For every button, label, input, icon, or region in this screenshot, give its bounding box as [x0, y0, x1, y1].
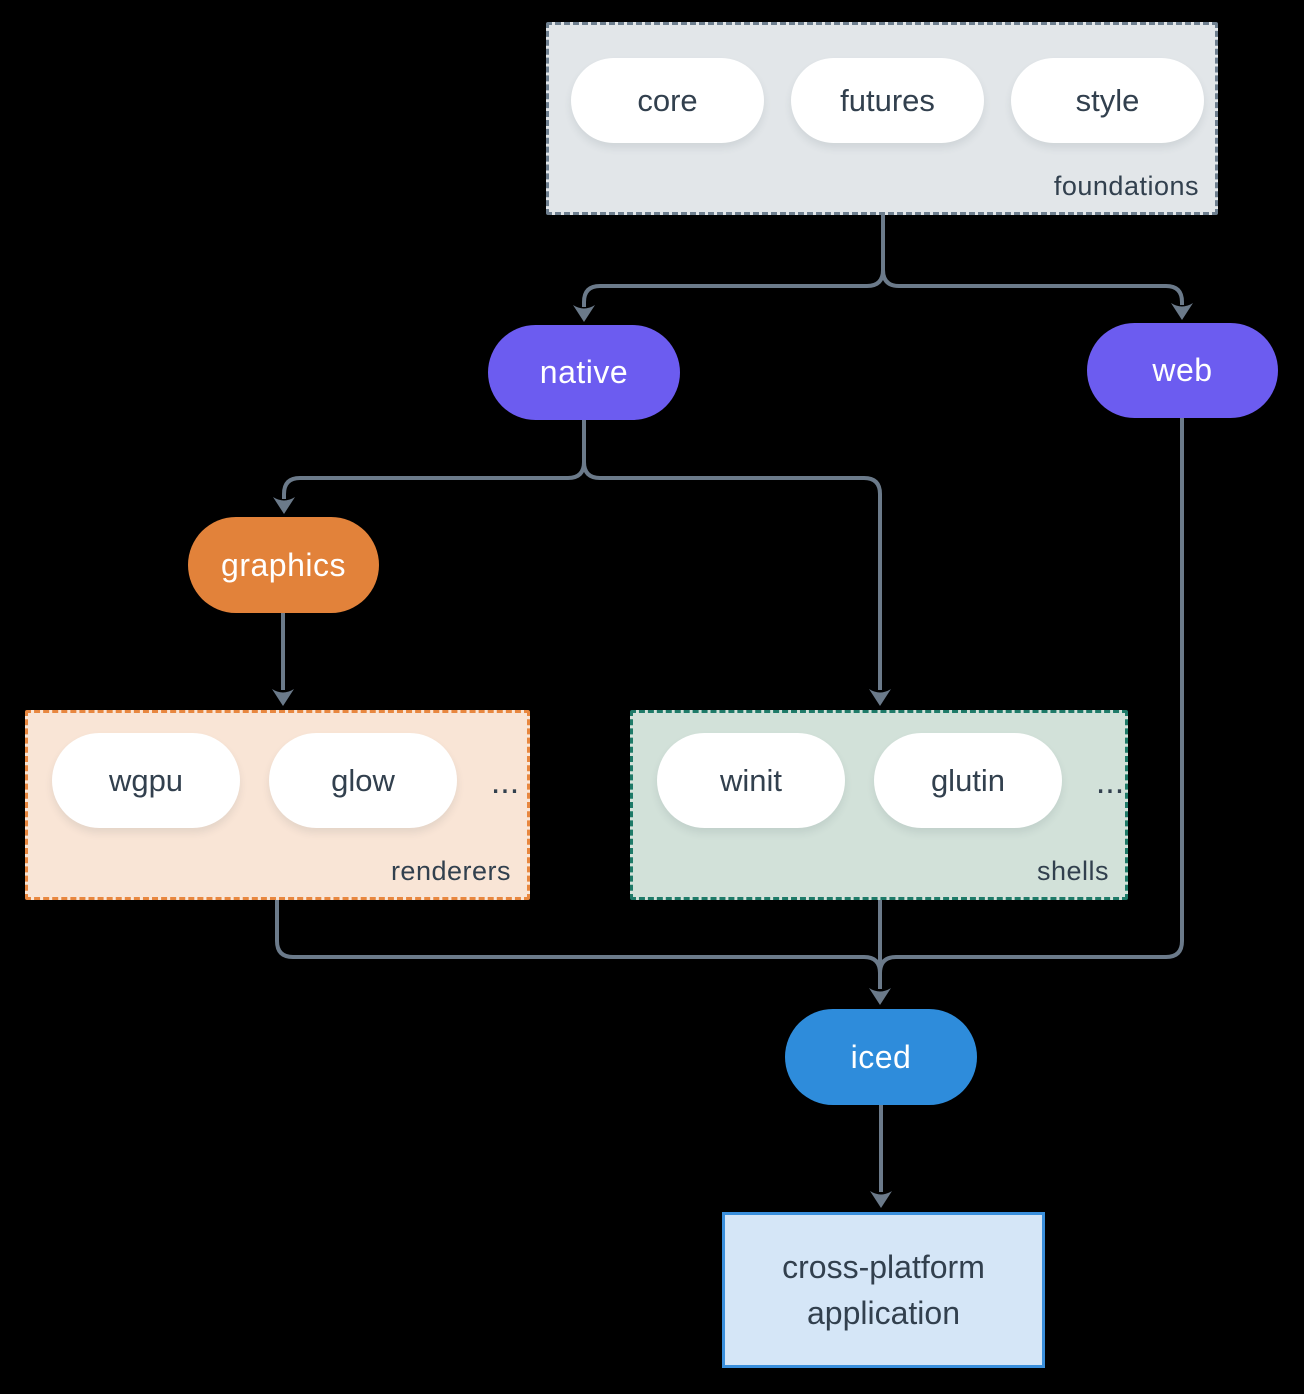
arrowhead-to-shells [869, 689, 891, 706]
arrowhead-to-application [870, 1191, 892, 1208]
renderers-group: wgpu glow ... renderers [25, 710, 530, 900]
connector-foundations-split [582, 215, 1184, 307]
node-core: core [571, 58, 764, 143]
shells-pill-row: winit glutin [657, 733, 1062, 828]
connector-native-split [282, 420, 882, 690]
foundations-group: core futures style foundations [546, 22, 1218, 215]
renderers-label: renderers [390, 856, 511, 886]
node-glow: glow [269, 733, 457, 828]
foundations-label: foundations [1053, 171, 1199, 201]
arrowhead-to-iced [869, 988, 891, 1005]
shells-ellipsis: ... [1095, 763, 1125, 801]
arrowhead-to-graphics [273, 497, 295, 514]
node-web: web [1087, 323, 1278, 418]
node-native: native [488, 325, 680, 420]
node-winit: winit [657, 733, 845, 828]
shells-label: shells [1036, 856, 1109, 886]
node-iced: iced [785, 1009, 977, 1105]
renderers-pill-row: wgpu glow [52, 733, 457, 828]
node-futures: futures [791, 58, 984, 143]
arrowhead-to-native [573, 305, 595, 322]
node-cross-platform-application: cross-platform application [722, 1212, 1045, 1368]
arrowhead-to-web [1171, 303, 1193, 320]
renderers-ellipsis: ... [490, 763, 520, 801]
foundations-pill-row: core futures style [571, 58, 1204, 143]
arrowhead-to-renderers [272, 689, 294, 706]
node-style: style [1011, 58, 1204, 143]
shells-group: winit glutin ... shells [630, 710, 1128, 900]
node-glutin: glutin [874, 733, 1062, 828]
node-wgpu: wgpu [52, 733, 240, 828]
node-graphics: graphics [188, 517, 379, 613]
connector-merge-iced [275, 418, 1184, 989]
